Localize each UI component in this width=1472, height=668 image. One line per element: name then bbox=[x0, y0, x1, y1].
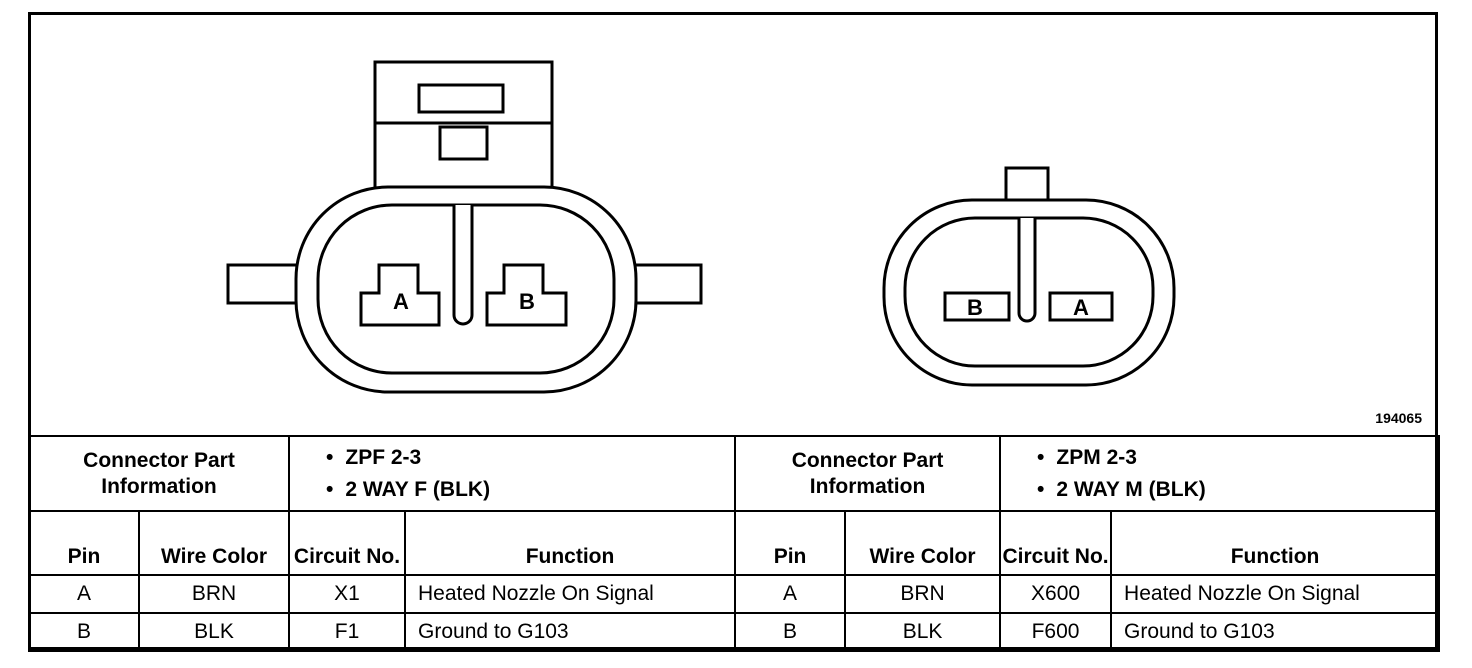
pin-cell: B bbox=[734, 612, 847, 652]
pin-cell: B bbox=[28, 612, 140, 652]
right-center-key bbox=[1017, 218, 1037, 323]
wire-color-cell: BLK bbox=[844, 612, 1002, 652]
right-pin-label-b: B bbox=[967, 295, 983, 320]
left-part-items: ZPF 2-3 2 WAY F (BLK) bbox=[288, 435, 737, 512]
pin-cell: A bbox=[734, 574, 847, 614]
diagram-reference-number: 194065 bbox=[1375, 410, 1422, 426]
pin-cell: A bbox=[28, 574, 140, 614]
left-part-item: ZPF 2-3 bbox=[326, 442, 734, 474]
right-latch-tab bbox=[1004, 166, 1050, 204]
circuit-cell: X1 bbox=[288, 574, 407, 614]
left-pin-a-terminal bbox=[359, 263, 441, 327]
right-part-items: ZPM 2-3 2 WAY M (BLK) bbox=[999, 435, 1441, 512]
circuit-cell: F1 bbox=[288, 612, 407, 652]
wire-color-cell: BLK bbox=[137, 612, 291, 652]
header-circuit: Circuit No. bbox=[288, 510, 407, 576]
right-pin-b-terminal bbox=[943, 291, 1011, 322]
left-pin-b-terminal bbox=[485, 263, 568, 327]
header-function: Function bbox=[404, 510, 737, 576]
connector-diagram: A B B A bbox=[226, 60, 1176, 394]
header-wire-color: Wire Color bbox=[137, 510, 291, 576]
left-part-item: 2 WAY F (BLK) bbox=[326, 474, 734, 506]
header-row: Pin Wire Color Circuit No. Function Pin … bbox=[28, 510, 1441, 576]
header-wire-color: Wire Color bbox=[844, 510, 1002, 576]
right-pin-label-a: A bbox=[1073, 295, 1089, 320]
connector-info-table: Connector Part Information ZPF 2-3 2 WAY… bbox=[27, 435, 1441, 652]
function-cell: Heated Nozzle On Signal bbox=[1110, 574, 1441, 614]
left-ear bbox=[226, 263, 308, 305]
left-latch-slot bbox=[417, 83, 505, 114]
right-pin-a-terminal bbox=[1048, 291, 1114, 322]
left-pin-label-a: A bbox=[393, 289, 409, 314]
table-row: A BRN X1 Heated Nozzle On Signal A BRN X… bbox=[28, 574, 1441, 614]
header-pin: Pin bbox=[734, 510, 847, 576]
header-pin: Pin bbox=[28, 510, 140, 576]
table-row: B BLK F1 Ground to G103 B BLK F600 Groun… bbox=[28, 612, 1441, 652]
circuit-cell: X600 bbox=[999, 574, 1113, 614]
function-cell: Ground to G103 bbox=[404, 612, 737, 652]
left-center-key bbox=[452, 205, 474, 326]
header-circuit: Circuit No. bbox=[999, 510, 1113, 576]
right-part-label: Connector Part Information bbox=[734, 435, 1002, 512]
header-function: Function bbox=[1110, 510, 1441, 576]
right-part-item: 2 WAY M (BLK) bbox=[1037, 474, 1438, 506]
function-cell: Ground to G103 bbox=[1110, 612, 1441, 652]
function-cell: Heated Nozzle On Signal bbox=[404, 574, 737, 614]
wire-color-cell: BRN bbox=[137, 574, 291, 614]
left-latch-tab bbox=[438, 125, 489, 161]
wire-color-cell: BRN bbox=[844, 574, 1002, 614]
left-pin-label-b: B bbox=[519, 289, 535, 314]
circuit-cell: F600 bbox=[999, 612, 1113, 652]
left-part-label: Connector Part Information bbox=[27, 435, 291, 512]
part-info-row: Connector Part Information ZPF 2-3 2 WAY… bbox=[27, 435, 1441, 512]
right-part-item: ZPM 2-3 bbox=[1037, 442, 1438, 474]
